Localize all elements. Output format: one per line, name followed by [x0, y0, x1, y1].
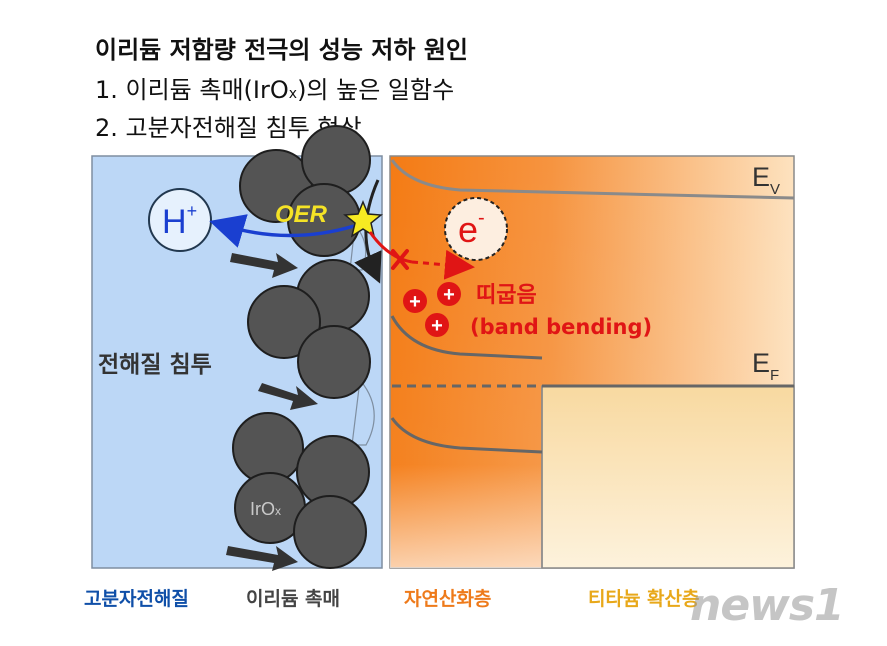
catalyst-particle	[293, 495, 367, 569]
proton-label: H+	[162, 201, 197, 241]
penetration-arrows	[226, 253, 318, 571]
catalyst-particles	[232, 125, 371, 569]
catalyst-particle	[247, 285, 321, 359]
cause-1: 1. 이리듐 촉매(IrOx)의 높은 일함수	[95, 70, 454, 105]
hole-icon	[425, 313, 449, 337]
proton-arrow	[209, 214, 355, 248]
oer-star-icon	[343, 200, 383, 238]
electrolyte-legend-label: 고분자전해질	[84, 588, 189, 610]
band-bending-label: 띠굽음	[476, 283, 537, 308]
penetration-arrow-icon	[258, 383, 318, 410]
electrolyte-bulge-lower	[351, 378, 375, 446]
catalyst-label: IrOx	[250, 499, 281, 519]
electron-transfer-arrow-dashed	[411, 249, 475, 280]
electron-transfer-arrow	[368, 231, 413, 264]
holes: + + +	[403, 282, 461, 337]
catalyst-particle	[297, 325, 371, 399]
electron-circle	[444, 197, 508, 261]
hole-icon	[437, 282, 461, 306]
hole-icon	[403, 289, 427, 313]
catalyst-particle	[301, 125, 371, 195]
blocked-x-icon	[391, 249, 409, 270]
electron-label: e-	[458, 207, 485, 250]
titanium-legend-label: 티타늄 확산층	[588, 588, 700, 610]
penetration-arrow-icon	[230, 253, 298, 278]
titanium-region	[541, 385, 795, 569]
penetration-label: 전해질 침투	[98, 352, 212, 378]
page-title: 이리듐 저함량 전극의 성능 저하 원인	[95, 36, 468, 64]
cause-1-prefix: 1. 이리듐 촉매(IrO	[95, 76, 289, 104]
cause-1-subscript: x	[288, 86, 298, 102]
band-bending-label-en: (band bending)	[470, 315, 652, 339]
hole-symbol: +	[409, 291, 421, 313]
watermark-logo: news1	[690, 580, 845, 631]
valence-band-line	[390, 159, 795, 200]
band-bending-curve	[390, 315, 543, 360]
oer-label: OER	[275, 201, 328, 228]
lower-band-curve	[390, 417, 543, 454]
cause-1-suffix: )의 높은 일함수	[297, 76, 455, 104]
ef-label: EF	[752, 348, 779, 384]
hole-symbol: +	[443, 284, 455, 306]
hole-symbol: +	[431, 315, 443, 337]
oxide-legend-label: 자연산화층	[404, 588, 492, 610]
ev-label: EV	[752, 162, 780, 198]
penetration-arrow-icon	[226, 546, 298, 571]
catalyst-legend-label: 이리듐 촉매	[246, 588, 341, 610]
